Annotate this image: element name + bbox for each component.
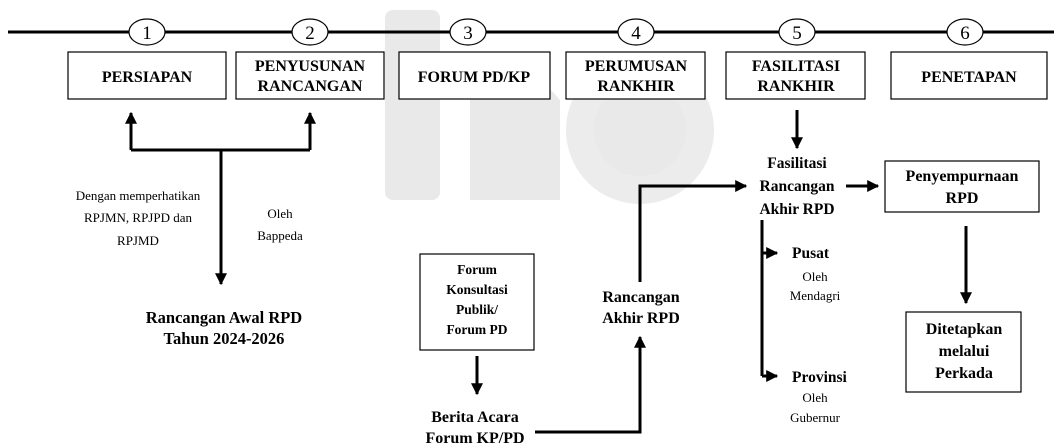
initial-draft-line2: Tahun 2024-2026	[164, 329, 285, 348]
refinement-line1: Penyempurnaan	[906, 168, 1019, 185]
stage-4-circle	[617, 18, 655, 46]
stage-4-box	[565, 51, 706, 100]
facilitation-line2: Rancangan	[760, 178, 835, 195]
stage-3-number: 3	[463, 23, 473, 44]
stage-1-label: PERSIAPAN	[102, 69, 193, 86]
stage-2-label-line2: RANCANGAN	[258, 78, 363, 95]
by-gubernur-line1: Oleh	[802, 390, 828, 405]
note-considering-line3: RPJMD	[117, 233, 159, 248]
by-mendagri-line2: Mendagri	[790, 288, 841, 303]
stage-2-circle	[291, 18, 329, 46]
facilitation-line1: Fasilitasi	[767, 155, 827, 172]
stage-1-box	[67, 51, 227, 100]
forum-line2: Konsultasi	[446, 282, 508, 297]
arrow-to-rancangan-akhir	[535, 335, 646, 434]
stage-6-label: PENETAPAN	[921, 69, 1017, 86]
stage-5-label-line1: FASILITASI	[752, 58, 840, 75]
center-label: Pusat	[792, 245, 830, 262]
stage-number-circles	[128, 18, 984, 46]
established-line2: melalui	[939, 343, 990, 360]
forum-line1: Forum	[457, 262, 497, 277]
note-considering-line2: RPJMN, RPJPD dan	[84, 210, 193, 225]
minutes-line2: Forum KP/PD	[425, 430, 524, 447]
established-line1: Ditetapkan	[926, 321, 1003, 338]
forum-line3: Publik/	[456, 302, 498, 317]
stage-2-box	[235, 51, 385, 100]
arrow-to-fasilitasi	[638, 180, 748, 282]
province-label: Provinsi	[792, 369, 848, 386]
note-bappeda-line1: Oleh	[267, 206, 293, 221]
initial-draft-line1: Rancangan Awal RPD	[146, 308, 303, 327]
stage-5-circle	[778, 18, 816, 46]
stage-2-number: 2	[305, 23, 315, 44]
stage-1-circle	[128, 18, 166, 46]
facilitation-line3: Akhir RPD	[759, 201, 834, 218]
stage-3-label: FORUM PD/KP	[418, 69, 531, 86]
stage-5-number: 5	[792, 23, 802, 44]
stage-6-box	[890, 51, 1048, 100]
stage-6-number: 6	[960, 23, 970, 44]
refinement-line2: RPD	[946, 190, 979, 207]
by-mendagri-line1: Oleh	[802, 269, 828, 284]
stage-5-box	[725, 51, 866, 100]
watermark	[385, 10, 714, 204]
stage-3-circle	[449, 18, 487, 46]
forum-box	[419, 253, 535, 351]
minutes-line1: Berita Acara	[431, 409, 519, 426]
note-bappeda-line2: Bappeda	[257, 228, 303, 243]
stage-3-box	[398, 51, 551, 100]
refinement-box	[884, 160, 1040, 213]
established-line3: Perkada	[935, 365, 993, 382]
note-considering-line1: Dengan memperhatikan	[76, 188, 201, 203]
stage-6-circle	[946, 18, 984, 46]
stage-4-label-line2: RANKHIR	[597, 78, 675, 95]
forum-line4: Forum PD	[446, 322, 507, 337]
final-draft-line2: Akhir RPD	[602, 310, 680, 327]
stage-4-number: 4	[631, 23, 641, 44]
by-gubernur-line2: Gubernur	[790, 410, 840, 425]
established-box	[905, 311, 1022, 393]
stage-2-label-line1: PENYUSUNAN	[255, 58, 366, 75]
stage-1-number: 1	[142, 23, 152, 44]
final-draft-line1: Rancangan	[602, 289, 679, 306]
stage-5-label-line2: RANKHIR	[757, 78, 835, 95]
stage-4-label-line1: PERUMUSAN	[585, 58, 688, 75]
